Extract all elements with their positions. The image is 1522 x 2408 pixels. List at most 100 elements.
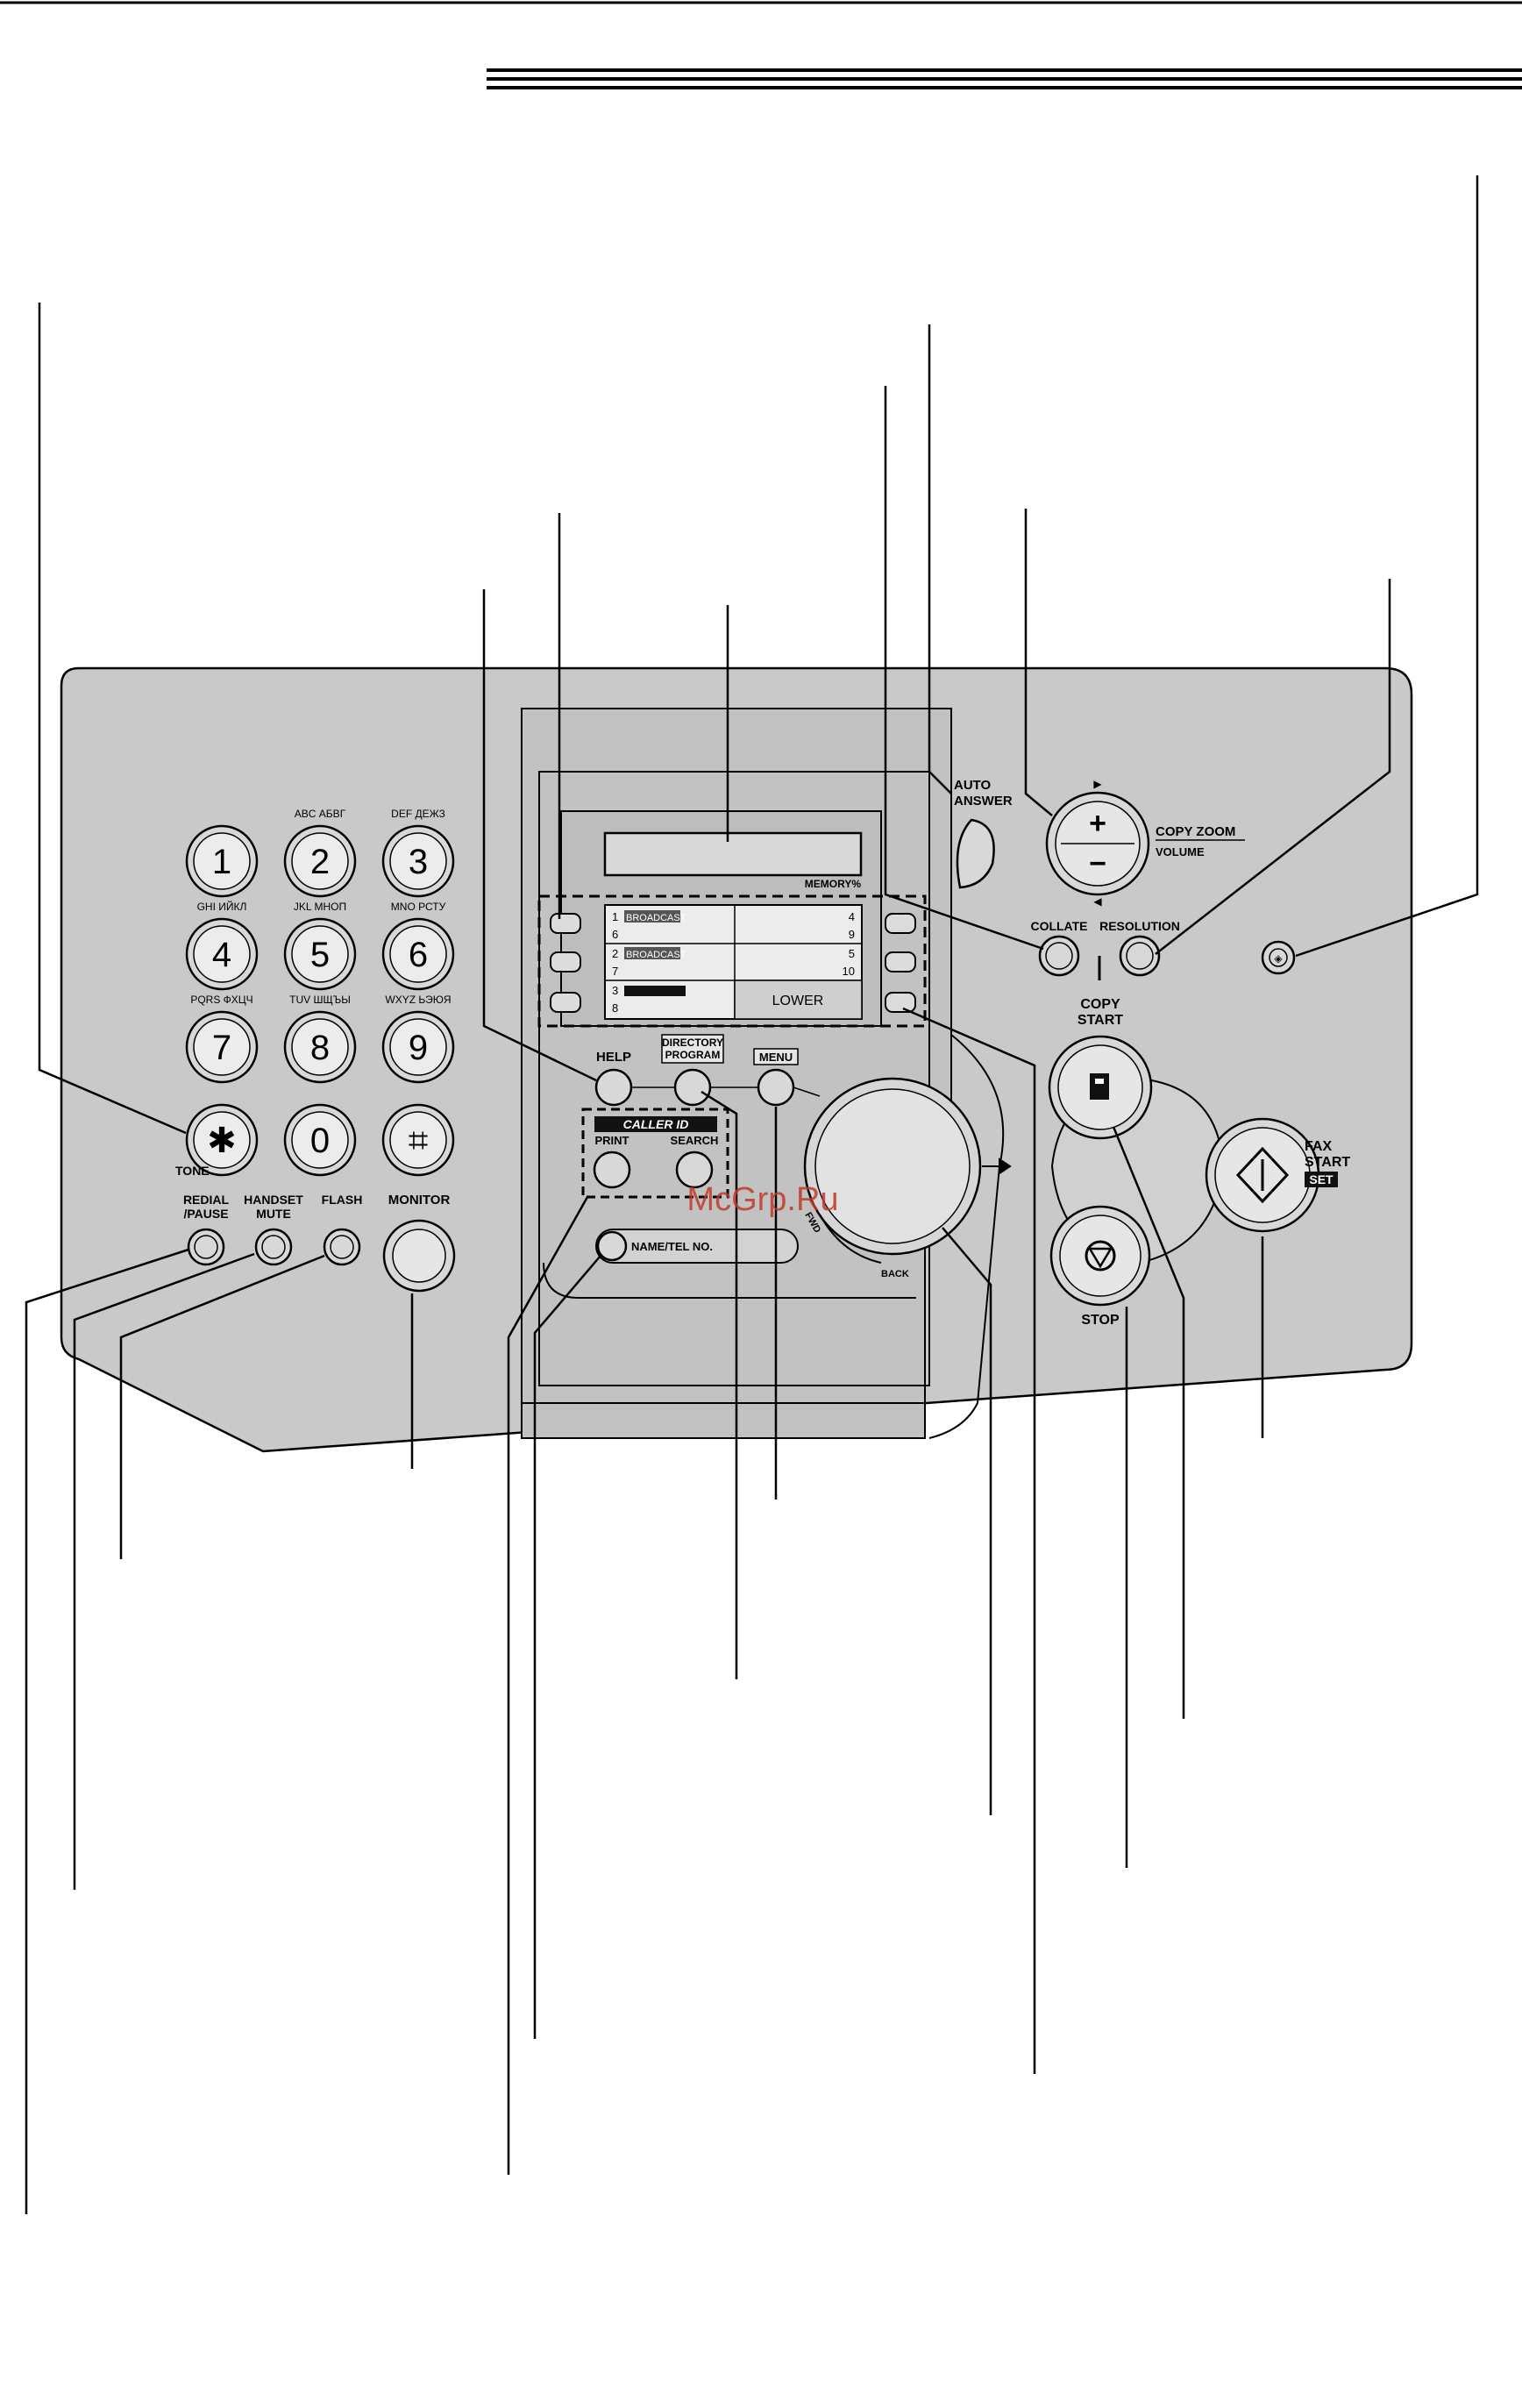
diamond-icon-small: ◈	[1274, 952, 1283, 965]
station-9-num: 9	[849, 928, 855, 941]
dial-key-label-8: 9	[409, 1029, 428, 1067]
caller-id-dashed-frame	[581, 1108, 729, 1199]
dial-key-face-6	[193, 1018, 251, 1076]
lcd-display	[603, 831, 863, 877]
dial-key-face-7	[291, 1018, 349, 1076]
dial-key-face-11	[389, 1111, 447, 1169]
station-2-num: 2	[612, 947, 618, 960]
copy-icon	[1090, 1073, 1109, 1100]
station-6-num: 6	[612, 928, 618, 941]
auto-start-button[interactable]	[1261, 940, 1296, 975]
station-4-num: 4	[849, 910, 855, 923]
name-tel-label: NAME/TEL NO.	[631, 1240, 713, 1253]
station-7-num: 7	[612, 965, 618, 978]
flash-button[interactable]	[323, 1228, 361, 1266]
copy-zoom-label: COPY ZOOM	[1156, 824, 1235, 839]
name-tel-button[interactable]	[596, 1230, 628, 1262]
caller-id-banner	[594, 1116, 717, 1132]
station-button-left-2[interactable]	[550, 951, 581, 972]
dial-key-face-0	[193, 832, 251, 890]
fax-start-icon	[1235, 1146, 1290, 1204]
key-letters-7: TUV ШЩЪЫ	[289, 994, 351, 1006]
caller-id-label: CALLER ID	[623, 1117, 689, 1131]
station-2-tag: BROADCAST	[626, 950, 686, 960]
set-badge	[1305, 1172, 1338, 1187]
fax-start-label-2: START	[1305, 1155, 1350, 1170]
station-3-num: 3	[612, 984, 618, 997]
key-letters-5: MNO РСТУ	[391, 901, 446, 913]
play-icon: ▶	[1093, 778, 1102, 790]
skip-icon: ◀	[1093, 895, 1102, 908]
header-rule-lines	[487, 68, 1522, 89]
navigator-dial: FWD BACK	[802, 1077, 1012, 1279]
auto-answer-label-1: AUTO	[954, 778, 992, 793]
resolution-label: RESOLUTION	[1099, 919, 1180, 933]
key-letters-3: GHI ИЙКЛ	[197, 900, 247, 913]
copy-start-label-1: COPY	[1080, 997, 1120, 1012]
dial-key-face-9	[193, 1111, 251, 1169]
station-10-num: 10	[843, 965, 855, 978]
center-function-buttons: HELP DIRECTORY PROGRAM MENU CALLER ID PR…	[581, 1034, 821, 1264]
station-5-num: 5	[849, 947, 855, 960]
station-button-left-1[interactable]	[550, 913, 581, 934]
dial-key-label-3: 4	[212, 936, 231, 974]
print-label: PRINT	[595, 1134, 629, 1147]
dial-key-label-4: 5	[310, 936, 330, 974]
station-button-left-3[interactable]	[550, 992, 581, 1013]
dial-key-label-2: 3	[409, 843, 428, 881]
one-touch-dashed-frame	[537, 894, 927, 1028]
key-letters-1: ABC АБВГ	[295, 808, 346, 820]
callout-lines	[25, 175, 1479, 2214]
lower-button[interactable]	[885, 992, 916, 1013]
dial-key-label-9: ✱	[207, 1122, 237, 1160]
dial-key-label-1: 2	[310, 843, 330, 881]
key-letters-8: WXYZ ЬЭЮЯ	[385, 994, 451, 1006]
search-button[interactable]	[675, 1151, 714, 1189]
help-label: HELP	[596, 1050, 631, 1065]
lower-label: LOWER	[772, 994, 824, 1008]
dial-key-label-7: 8	[310, 1029, 330, 1067]
key-letters-4: JKL МНОП	[294, 901, 346, 913]
watermark: McGrp.Ru	[686, 1181, 838, 1218]
station-1-tag: BROADCAST	[626, 913, 686, 923]
set-label: SET	[1309, 1172, 1334, 1186]
directory-program-button[interactable]	[673, 1068, 712, 1107]
collate-label: COLLATE	[1030, 919, 1087, 933]
dial-key-label-6: 7	[212, 1029, 231, 1067]
handset-mute-label-2: MUTE	[256, 1207, 291, 1221]
station-8-num: 8	[612, 1001, 618, 1015]
dial-key-label-11: ⌗	[409, 1122, 429, 1160]
stop-label: STOP	[1081, 1313, 1120, 1328]
directory-label-1: DIRECTORY	[662, 1037, 723, 1049]
name-tel-slot	[595, 1229, 799, 1264]
redial-label-1: REDIAL	[183, 1193, 230, 1207]
redial-pause-button[interactable]	[187, 1228, 225, 1266]
directory-label-2: PROGRAM	[665, 1049, 721, 1061]
station-1-num: 1	[612, 910, 618, 923]
right-controls: AUTO ANSWER + − ▶ ◀ COPY ZOOM VOLUME COL…	[954, 778, 1350, 1328]
volume-label: VOLUME	[1156, 845, 1205, 858]
handset-mute-label-1: HANDSET	[244, 1193, 303, 1207]
dial-key-label-0: 1	[212, 843, 231, 881]
stop-icon	[1085, 1240, 1116, 1272]
dial-key-label-5: 6	[409, 936, 428, 974]
copy-start-label-2: START	[1077, 1013, 1123, 1028]
plus-label: +	[1089, 807, 1106, 840]
help-button[interactable]	[594, 1068, 633, 1107]
print-button[interactable]	[593, 1151, 631, 1189]
menu-label: MENU	[759, 1051, 793, 1064]
auto-answer-button[interactable]	[956, 818, 995, 889]
tone-label: TONE	[175, 1164, 210, 1178]
handset-mute-button[interactable]	[254, 1228, 293, 1266]
key-letters-6: PQRS ФХЦЧ	[190, 994, 252, 1006]
redial-label-2: /PAUSE	[183, 1207, 228, 1221]
left-function-buttons: REDIAL /PAUSE HANDSET MUTE FLASH MONITOR	[183, 1193, 456, 1293]
flash-label: FLASH	[322, 1193, 363, 1207]
menu-button[interactable]	[757, 1068, 795, 1107]
station-button-right-2[interactable]	[885, 951, 916, 972]
station-button-right-1[interactable]	[885, 913, 916, 934]
dial-key-face-1	[291, 832, 349, 890]
